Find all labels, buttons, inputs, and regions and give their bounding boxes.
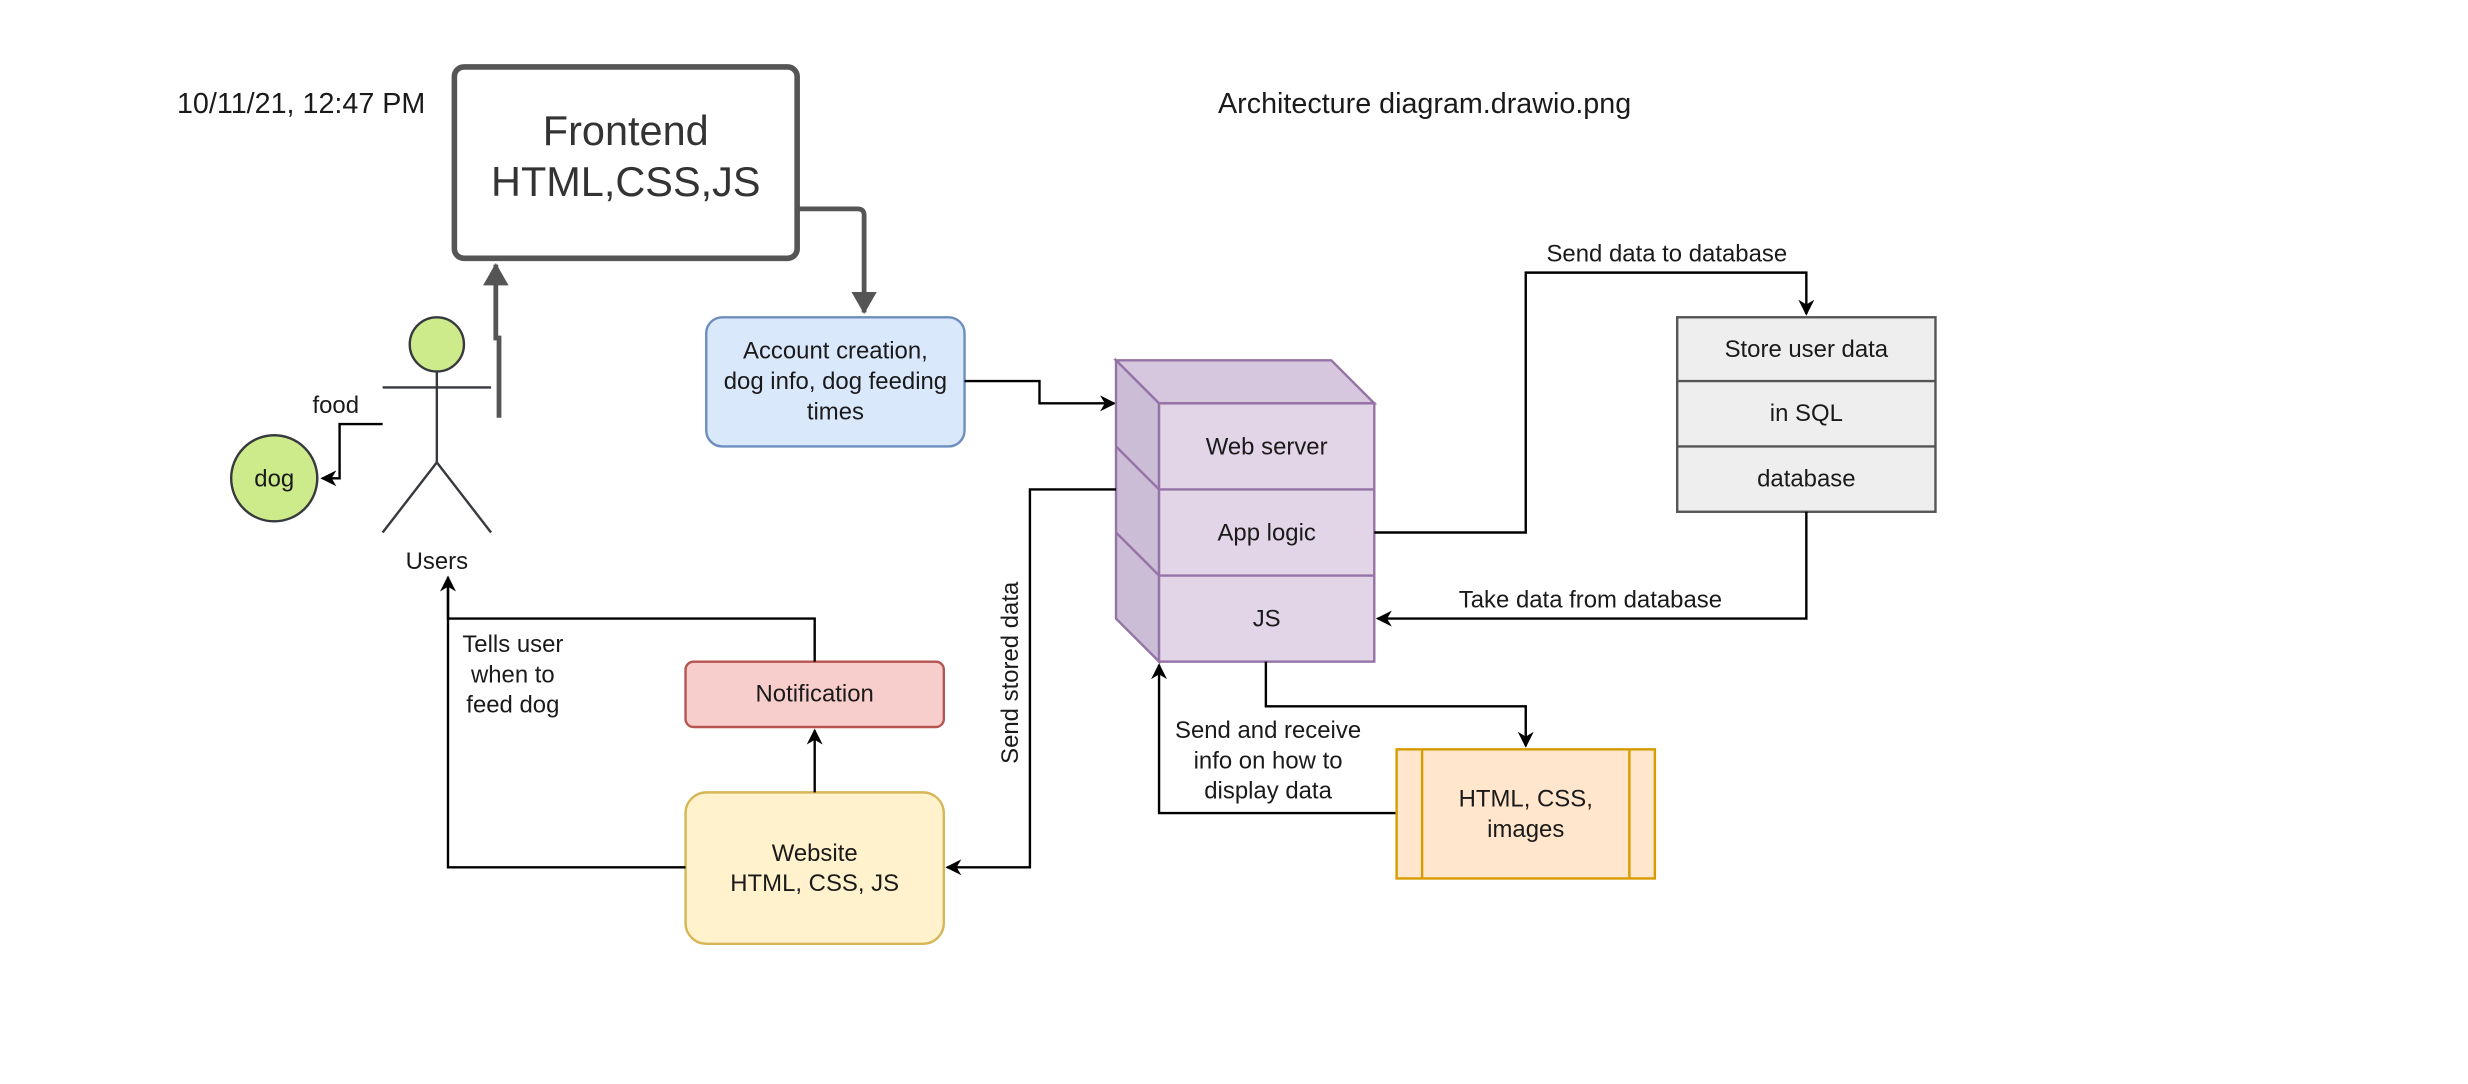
- assets-process-box: [1395, 748, 1657, 880]
- assets-label-wrap: HTML, CSS, images: [1422, 749, 1629, 878]
- timestamp: 10/11/21, 12:47 PM: [176, 87, 426, 120]
- frontend-label: Frontend HTML,CSS,JS: [458, 99, 794, 214]
- users-label-wrap: Users: [373, 545, 501, 577]
- dog-label-wrap: dog: [231, 435, 317, 521]
- edge-assets-to-js: [1151, 663, 1397, 815]
- users-actor: [381, 316, 492, 534]
- dog-label: dog: [254, 464, 295, 492]
- edge-users-to-dog: [320, 422, 383, 487]
- account-creation-label-wrap: Account creation, dog info, dog feeding …: [706, 317, 964, 446]
- tells-user-label: Tells user when to feed dog: [462, 631, 564, 720]
- edge-account-to-server: [964, 379, 1117, 412]
- store-row-2-label: in SQL: [1769, 400, 1843, 428]
- frontend-title: Frontend: [542, 106, 709, 155]
- web-server-label: Web server: [1205, 432, 1328, 460]
- edge-database-to-js: [1375, 511, 1808, 627]
- app-logic-label: App logic: [1217, 518, 1316, 547]
- take-data-label: Take data from database: [1458, 586, 1723, 614]
- js-label-wrap: JS: [1159, 576, 1374, 662]
- edge-frontend-to-account: [797, 206, 877, 315]
- server-stack: [1113, 357, 1378, 665]
- edge-server-to-database: [1374, 271, 1815, 534]
- account-creation-label: Account creation, dog info, dog feeding …: [723, 337, 948, 426]
- website-label: Website HTML, CSS, JS: [730, 839, 900, 897]
- assets-label: HTML, CSS, images: [1458, 785, 1593, 843]
- app-logic-label-wrap: App logic: [1159, 489, 1374, 575]
- store-row-3: database: [1677, 446, 1935, 511]
- food-label: food: [312, 392, 360, 420]
- edge-server-to-website: [945, 488, 1117, 876]
- js-label: JS: [1252, 605, 1281, 633]
- edge-website-to-users: [446, 580, 686, 869]
- send-receive-label: Send and receive info on how to display …: [1174, 717, 1362, 806]
- frontend-tech: HTML,CSS,JS: [491, 157, 761, 206]
- users-label: Users: [405, 547, 469, 575]
- edge-users-to-frontend: [483, 263, 509, 418]
- send-stored-data-label: Send stored data: [997, 581, 1025, 764]
- edge-js-to-assets: [1264, 661, 1534, 748]
- store-row-3-label: database: [1757, 465, 1856, 493]
- send-data-label: Send data to database: [1546, 240, 1788, 268]
- frontend-box: [451, 64, 800, 262]
- dog-node: [229, 434, 319, 523]
- notification-label: Notification: [755, 680, 874, 708]
- store-row-1-label: Store user data: [1724, 335, 1889, 363]
- web-server-label-wrap: Web server: [1159, 403, 1374, 489]
- notification-label-wrap: Notification: [686, 662, 944, 727]
- store-row-2: in SQL: [1677, 381, 1935, 446]
- website-label-wrap: Website HTML, CSS, JS: [686, 792, 944, 943]
- file-title: Architecture diagram.drawio.png: [1218, 87, 1632, 120]
- store-row-1: Store user data: [1677, 317, 1935, 381]
